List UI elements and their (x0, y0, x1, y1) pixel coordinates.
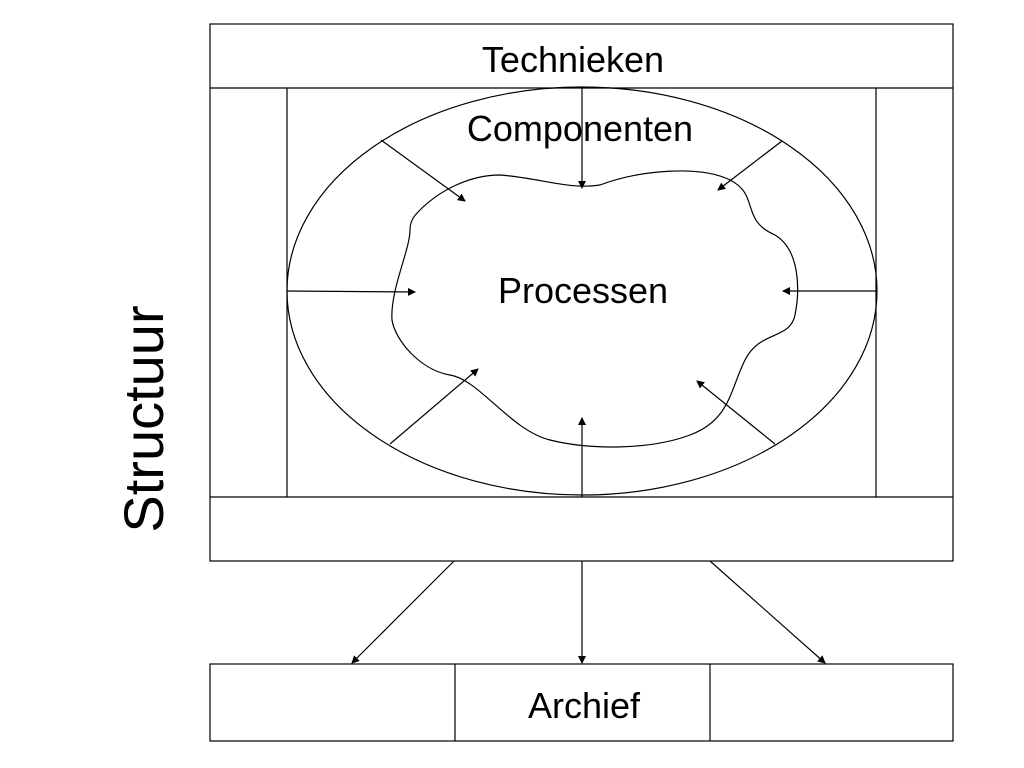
label-technieken: Technieken (482, 39, 664, 80)
archive-box (209, 663, 954, 742)
arrow-top-left (380, 139, 466, 202)
label-componenten: Componenten (467, 108, 693, 149)
arrow-to-archive-right (709, 560, 826, 664)
arrow-top-right (717, 140, 783, 191)
label-archief: Archief (528, 685, 641, 726)
arrow-left (286, 287, 416, 296)
arrow-bottom-right (696, 380, 776, 445)
processes-blob (391, 170, 799, 448)
arrow-to-archive-left (351, 560, 455, 664)
label-processen: Processen (498, 270, 668, 311)
label-structuur: Structuur (112, 305, 175, 532)
arrow-bottom-left (389, 368, 479, 445)
